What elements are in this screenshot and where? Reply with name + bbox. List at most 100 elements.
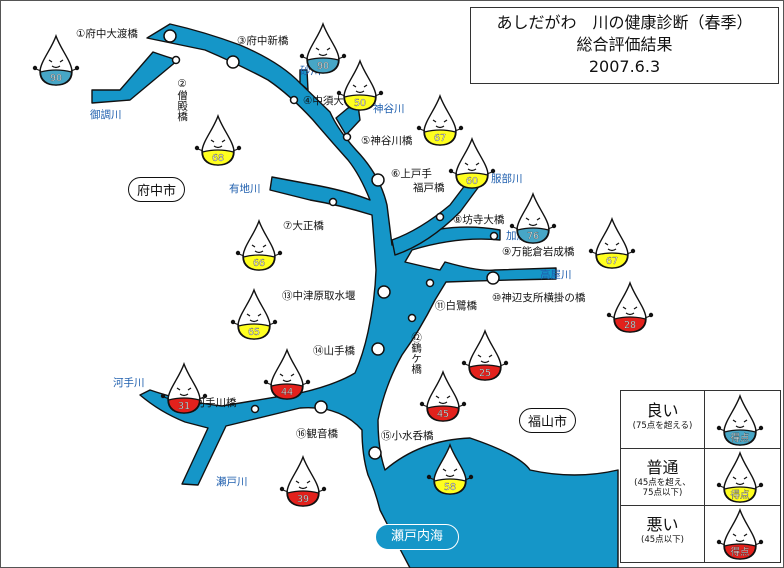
bridge-label-2: ②僧殿橋 bbox=[176, 78, 189, 122]
score-droplet-s7: 66 bbox=[235, 218, 283, 275]
water-drop-mascot-icon: 得点 bbox=[716, 450, 764, 503]
score-droplet-s6: 60 bbox=[448, 136, 496, 193]
score-value: 得点 bbox=[730, 546, 750, 558]
survey-date: 2007.6.3 bbox=[588, 57, 661, 76]
legend-bad-label: 悪い bbox=[646, 515, 679, 534]
map-title: あしだがわ 川の健康診断（春季） bbox=[496, 13, 753, 32]
score-value: 67 bbox=[434, 133, 446, 144]
bridge-label-7: ⑦大正橋 bbox=[283, 220, 324, 232]
bridge-points bbox=[163, 29, 500, 460]
score-droplet-s1: 90 bbox=[32, 33, 80, 90]
water-drop-mascot-icon: 67 bbox=[416, 93, 464, 146]
score-droplet-s14: 44 bbox=[263, 347, 311, 404]
bridge-label-8: ⑧坊寺大橋 bbox=[453, 214, 505, 226]
water-drop-mascot-icon: 45 bbox=[419, 369, 467, 422]
score-droplet-s8: 76 bbox=[509, 191, 557, 248]
score-droplet-s10: 28 bbox=[606, 280, 654, 337]
map-subtitle: 総合評価結果 bbox=[576, 35, 673, 54]
score-value: 31 bbox=[178, 401, 190, 412]
water-drop-mascot-icon: 得点 bbox=[716, 393, 764, 446]
score-value: 得点 bbox=[730, 432, 750, 444]
river-label-arichi: 有地川 bbox=[229, 183, 261, 195]
score-value: 58 bbox=[444, 482, 456, 493]
water-drop-mascot-icon: 65 bbox=[230, 287, 278, 340]
score-droplet-s9: 67 bbox=[588, 216, 636, 273]
bridge-label-16: ⑯観音橋 bbox=[296, 428, 338, 440]
water-drop-mascot-icon: 25 bbox=[461, 328, 509, 381]
legend-normal-desc-2: 75点以下) bbox=[642, 488, 683, 498]
water-drop-mascot-icon: 66 bbox=[235, 218, 283, 271]
river-label-kandani: 神谷川 bbox=[373, 103, 405, 115]
water-drop-mascot-icon: 76 bbox=[509, 191, 557, 244]
score-value: 66 bbox=[253, 258, 265, 269]
water-drop-mascot-icon: 28 bbox=[606, 280, 654, 333]
score-value: 90 bbox=[50, 73, 62, 84]
legend-bad-droplet-icon: 得点 bbox=[716, 507, 764, 564]
legend-row-good: 良い (75点を超える) 得点 bbox=[621, 391, 780, 449]
score-droplet-s3: 90 bbox=[299, 21, 347, 78]
score-droplet-s16: 39 bbox=[279, 454, 327, 511]
score-value: 65 bbox=[248, 327, 260, 338]
river-label-setogawa: 瀬戸川 bbox=[216, 476, 248, 488]
sea-label: 瀬戸内海 bbox=[375, 524, 459, 550]
water-drop-mascot-icon: 44 bbox=[263, 347, 311, 400]
water-drop-mascot-icon: 68 bbox=[194, 113, 242, 166]
bridge-label-4: ④中須大橋 bbox=[303, 95, 355, 107]
water-drop-mascot-icon: 60 bbox=[448, 136, 496, 189]
legend-good-droplet-icon: 得点 bbox=[716, 393, 764, 450]
score-droplet-s4: 50 bbox=[336, 58, 384, 115]
bridge-label-1: ①府中大渡橋 bbox=[76, 28, 138, 40]
legend-normal-droplet-icon: 得点 bbox=[716, 450, 764, 507]
river-label-mitsugi: 御調川 bbox=[90, 109, 122, 121]
map-title-box: あしだがわ 川の健康診断（春季） 総合評価結果 2007.6.3 bbox=[470, 7, 779, 84]
score-value: 45 bbox=[437, 409, 449, 420]
water-drop-mascot-icon: 90 bbox=[32, 33, 80, 86]
legend: 良い (75点を超える) 得点 普通 (45点を超え、 75点以下) 得点 悪い… bbox=[620, 390, 781, 563]
bridge-label-15: ⑮小水呑橋 bbox=[381, 430, 434, 442]
score-droplet-s15: 58 bbox=[426, 442, 474, 499]
score-droplet-s17: 31 bbox=[160, 361, 208, 418]
score-value: 68 bbox=[212, 153, 224, 164]
water-drop-mascot-icon: 90 bbox=[299, 21, 347, 74]
score-droplet-s12b: 45 bbox=[419, 369, 467, 426]
score-droplet-s12: 25 bbox=[461, 328, 509, 385]
water-drop-mascot-icon: 31 bbox=[160, 361, 208, 414]
score-droplet-s13: 65 bbox=[230, 287, 278, 344]
bridge-label-6a: ⑥上戸手 bbox=[391, 168, 432, 180]
legend-row-normal: 普通 (45点を超え、 75点以下) 得点 bbox=[621, 448, 780, 506]
score-value: 50 bbox=[354, 98, 366, 109]
water-drop-mascot-icon: 得点 bbox=[716, 507, 764, 560]
water-drop-mascot-icon: 58 bbox=[426, 442, 474, 495]
water-drop-mascot-icon: 67 bbox=[588, 216, 636, 269]
legend-good-label: 良い bbox=[646, 401, 679, 420]
score-value: 25 bbox=[479, 368, 491, 379]
legend-bad-desc: (45点以下) bbox=[641, 535, 684, 545]
score-value: 39 bbox=[297, 494, 309, 505]
score-droplet-s5: 67 bbox=[416, 93, 464, 150]
city-label-fuchu: 府中市 bbox=[128, 177, 186, 202]
score-value: 60 bbox=[466, 176, 478, 187]
bridge-label-5: ⑤神谷川橋 bbox=[361, 135, 413, 147]
bridge-label-6b: 福戸橋 bbox=[413, 182, 445, 194]
legend-normal-desc-1: (45点を超え、 bbox=[634, 478, 691, 488]
river-label-kote: 河手川 bbox=[113, 377, 145, 389]
score-value: 67 bbox=[606, 256, 618, 267]
score-value: 28 bbox=[624, 320, 636, 331]
score-value: 90 bbox=[317, 61, 329, 72]
score-value: 76 bbox=[527, 231, 539, 242]
water-drop-mascot-icon: 39 bbox=[279, 454, 327, 507]
bridge-label-9: ⑨万能倉岩成橋 bbox=[502, 246, 575, 258]
legend-normal-label: 普通 bbox=[646, 458, 679, 477]
bridge-label-3: ③府中新橋 bbox=[237, 35, 289, 47]
score-value: 44 bbox=[281, 387, 293, 398]
bridge-label-13: ⑬中津原取水堰 bbox=[282, 290, 356, 302]
bridge-label-14: ⑭山手橋 bbox=[313, 345, 355, 357]
city-label-fukuyama: 福山市 bbox=[519, 408, 577, 433]
score-value: 得点 bbox=[730, 489, 750, 501]
bridge-label-10: ⑩神辺支所横掛の橋 bbox=[492, 292, 586, 304]
legend-row-bad: 悪い (45点以下) 得点 bbox=[621, 505, 780, 562]
water-drop-mascot-icon: 50 bbox=[336, 58, 384, 111]
score-droplet-s2: 68 bbox=[194, 113, 242, 170]
